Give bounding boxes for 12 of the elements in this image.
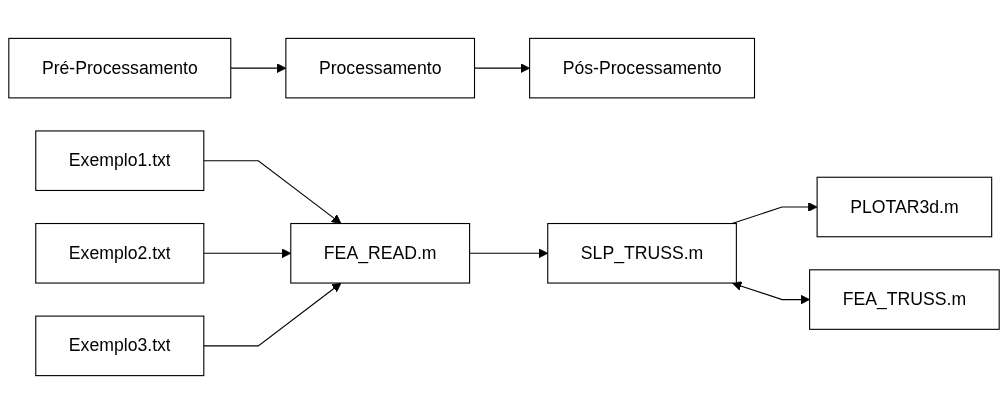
node-box: SLP_TRUSS.m (547, 223, 737, 284)
node-box: Processamento (285, 37, 476, 99)
node-box: Exemplo2.txt (35, 223, 205, 284)
arrow (203, 282, 342, 347)
node-box: FEA_READ.m (290, 223, 471, 284)
node-box: Pós-Processamento (529, 37, 756, 99)
node-box: Exemplo1.txt (35, 130, 205, 191)
node-box: Exemplo3.txt (35, 315, 205, 377)
arrow (203, 160, 342, 224)
node-box: FEA_TRUSS.m (809, 269, 1000, 330)
node-box: PLOTAR3d.m (816, 176, 993, 238)
node-box: Pré-Processamento (8, 37, 232, 99)
